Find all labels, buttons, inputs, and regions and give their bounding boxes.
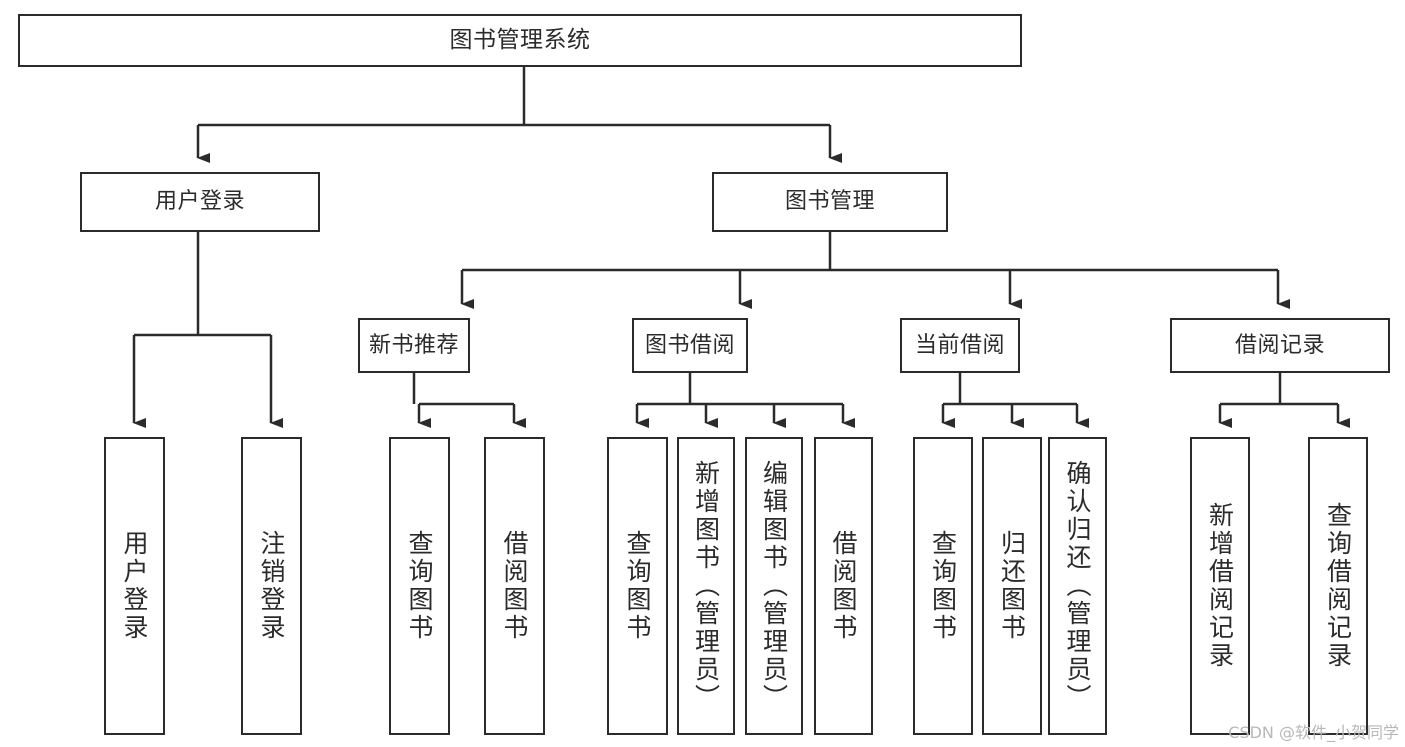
node-user-login-label: 用户登录 — [154, 189, 245, 215]
node-borrow-record-label: 借阅记录 — [1234, 332, 1325, 358]
node-root-label: 图书管理系统 — [449, 27, 591, 54]
node-leaf-borrow-book-bor-label: 借阅图书 — [829, 530, 858, 642]
node-leaf-add-book-label: 新增图书（管理员） — [691, 460, 721, 712]
node-leaf-query-book-bor[interactable]: 查询图书 — [607, 437, 668, 735]
node-leaf-logout-label: 注销登录 — [257, 530, 286, 642]
csdn-watermark: CSDN @软件_小贺同学 — [1228, 723, 1399, 742]
node-leaf-confirm-return[interactable]: 确认归还（管理员） — [1048, 437, 1107, 735]
node-root[interactable]: 图书管理系统 — [18, 14, 1022, 67]
node-leaf-query-book-rec[interactable]: 查询图书 — [389, 437, 450, 735]
node-leaf-edit-book-label: 编辑图书（管理员） — [759, 460, 789, 712]
node-book-manage[interactable]: 图书管理 — [712, 172, 948, 232]
node-leaf-return-book[interactable]: 归还图书 — [982, 437, 1042, 735]
node-leaf-query-book-bor-label: 查询图书 — [623, 530, 652, 642]
connectors — [132, 67, 1350, 428]
node-book-manage-label: 图书管理 — [784, 189, 875, 215]
node-leaf-user-login-label: 用户登录 — [120, 530, 149, 642]
node-leaf-borrow-book-rec[interactable]: 借阅图书 — [484, 437, 545, 735]
node-new-book-recommend-label: 新书推荐 — [368, 332, 459, 358]
node-current-borrow[interactable]: 当前借阅 — [900, 318, 1020, 373]
node-leaf-query-book-rec-label: 查询图书 — [405, 530, 434, 642]
node-leaf-borrow-book-rec-label: 借阅图书 — [500, 530, 529, 642]
node-new-book-recommend[interactable]: 新书推荐 — [358, 318, 470, 373]
node-leaf-query-book-cur[interactable]: 查询图书 — [913, 437, 973, 735]
node-leaf-borrow-book-bor[interactable]: 借阅图书 — [814, 437, 873, 735]
node-book-borrow[interactable]: 图书借阅 — [632, 318, 748, 373]
node-leaf-query-book-cur-label: 查询图书 — [928, 530, 958, 642]
node-leaf-query-record[interactable]: 查询借阅记录 — [1308, 437, 1368, 735]
node-leaf-query-record-label: 查询借阅记录 — [1323, 502, 1353, 670]
node-book-borrow-label: 图书借阅 — [644, 332, 735, 358]
node-borrow-record[interactable]: 借阅记录 — [1170, 318, 1390, 373]
node-leaf-confirm-return-label: 确认归还（管理员） — [1063, 460, 1092, 712]
node-leaf-logout[interactable]: 注销登录 — [241, 437, 302, 735]
node-user-login[interactable]: 用户登录 — [80, 172, 320, 232]
node-leaf-edit-book[interactable]: 编辑图书（管理员） — [745, 437, 803, 735]
node-current-borrow-label: 当前借阅 — [914, 332, 1005, 358]
node-leaf-add-record-label: 新增借阅记录 — [1205, 502, 1235, 670]
node-leaf-add-book[interactable]: 新增图书（管理员） — [677, 437, 735, 735]
node-leaf-user-login[interactable]: 用户登录 — [104, 437, 165, 735]
node-leaf-return-book-label: 归还图书 — [997, 530, 1027, 642]
node-leaf-add-record[interactable]: 新增借阅记录 — [1190, 437, 1250, 735]
